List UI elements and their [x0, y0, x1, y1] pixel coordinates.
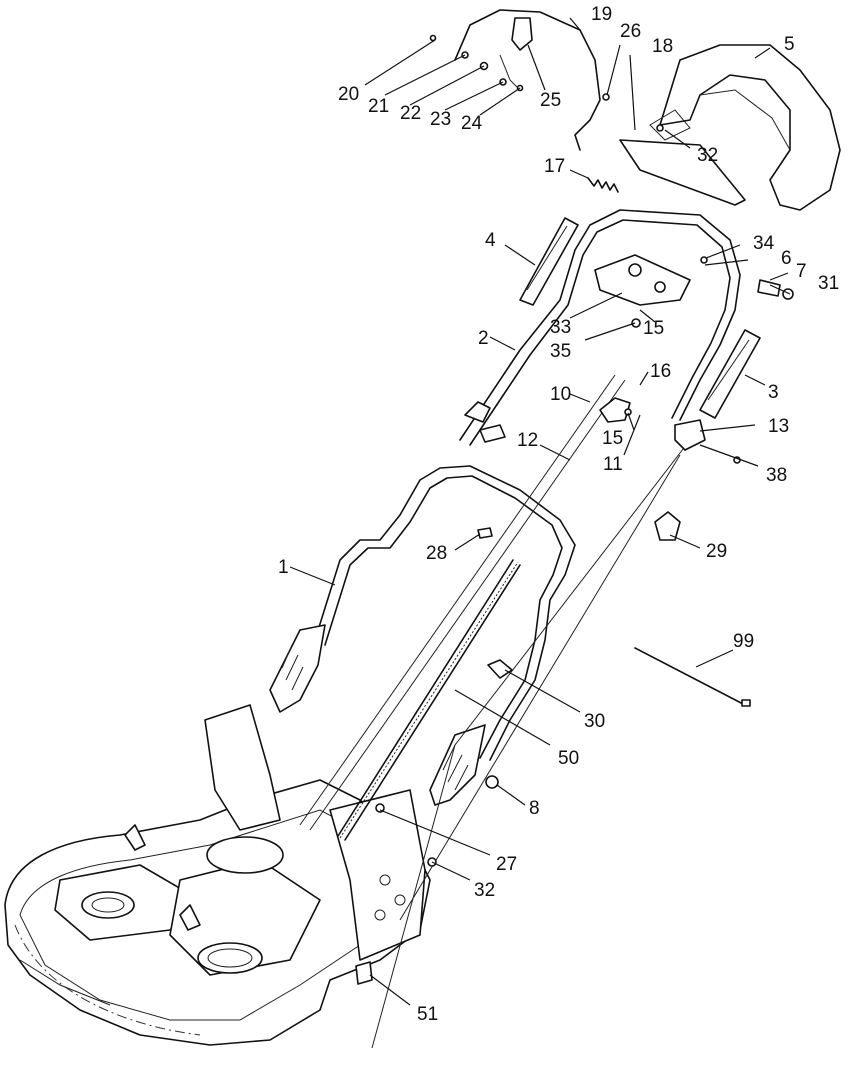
callout-13: 13: [768, 416, 789, 437]
callout-12: 12: [517, 430, 538, 451]
callout-31: 31: [818, 273, 839, 294]
callout-51: 51: [417, 1004, 438, 1025]
callout-26: 26: [620, 21, 641, 42]
callout-27: 27: [496, 854, 517, 875]
callout-17: 17: [544, 156, 565, 177]
top-handle: [619, 44, 841, 211]
callout-15b: 15: [602, 428, 623, 449]
callout-33: 33: [550, 317, 571, 338]
callout-34: 34: [753, 233, 775, 254]
callout-1: 1: [278, 557, 289, 578]
callout-23: 23: [430, 109, 451, 130]
mower-deck: [4, 704, 431, 1046]
callout-2: 2: [478, 328, 489, 349]
callout-11: 11: [603, 454, 623, 475]
callout-32a: 32: [697, 145, 718, 166]
callout-labels: 1 2 3 4 5 6 7 8 10 11 12 13 15 15 16 17 …: [278, 4, 839, 1025]
callout-19: 19: [591, 4, 612, 25]
leader-lines: [289, 17, 791, 1006]
callout-35: 35: [550, 341, 571, 362]
callout-8: 8: [529, 798, 540, 819]
upper-handle: [459, 209, 741, 446]
cables: [299, 374, 751, 1049]
callout-50: 50: [558, 748, 579, 769]
side-covers: [519, 217, 761, 419]
callout-15a: 15: [643, 318, 664, 339]
hardware: [355, 34, 794, 985]
callout-10: 10: [550, 384, 571, 405]
callout-16: 16: [650, 361, 671, 382]
callout-21: 21: [368, 96, 389, 117]
callout-22: 22: [400, 103, 421, 124]
callout-28: 28: [426, 543, 447, 564]
bail-rod: [454, 9, 601, 151]
callout-5: 5: [784, 34, 795, 55]
callout-38: 38: [766, 465, 787, 486]
callout-30: 30: [584, 711, 605, 732]
callout-18: 18: [652, 36, 673, 57]
callout-99: 99: [733, 631, 754, 652]
drive-rod: [337, 559, 521, 841]
callout-7: 7: [796, 261, 807, 282]
spring: [587, 177, 619, 193]
callout-6: 6: [781, 248, 792, 269]
callout-25: 25: [540, 90, 561, 111]
callout-20: 20: [338, 84, 359, 105]
callout-24: 24: [461, 113, 483, 134]
callout-29: 29: [706, 541, 727, 562]
callout-3: 3: [768, 382, 779, 403]
callout-4: 4: [485, 230, 496, 251]
callout-32b: 32: [474, 880, 495, 901]
